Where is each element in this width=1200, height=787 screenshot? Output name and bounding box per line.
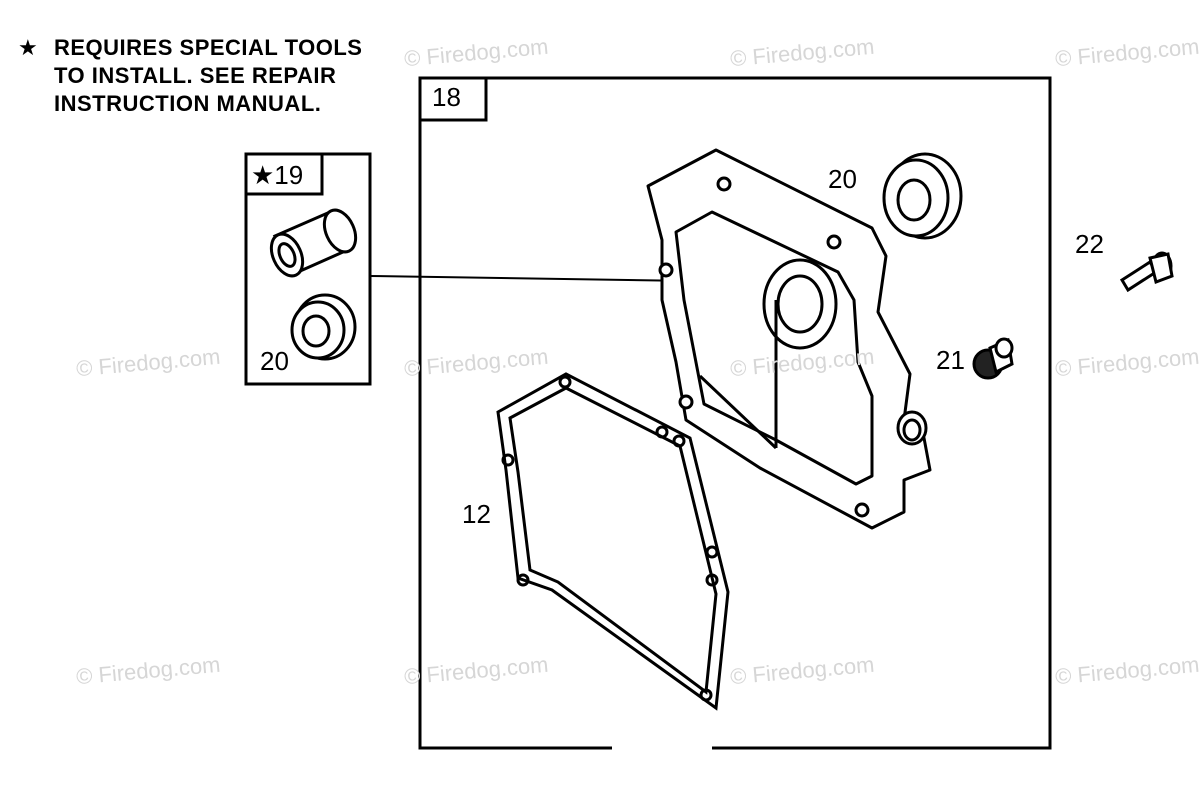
oil-seal-icon [882,152,963,240]
callout-seal-kit: 20 [260,346,289,376]
main-assembly-box [418,76,1052,750]
callout-gasket: 12 [462,499,491,529]
callout-seal-top: 20 [828,164,857,194]
callout-plug: 21 [936,345,965,375]
gasket-icon [496,372,730,711]
kit-box-label: ★19 [251,160,304,191]
oil-seal-icon [290,293,357,361]
special-tools-note: ★ REQUIRES SPECIAL TOOLS TO INSTALL. SEE… [18,34,362,118]
crankcase-cover-icon [646,148,932,530]
main-box-label: 18 [432,82,461,113]
kit-box [244,152,372,386]
bushing-icon [269,208,358,278]
bolt-icon [1119,251,1174,293]
note-text: REQUIRES SPECIAL TOOLS TO INSTALL. SEE R… [54,35,363,116]
star-icon: ★ [18,35,39,60]
drain-plug-icon [972,337,1014,380]
callout-bolt: 22 [1075,229,1104,259]
